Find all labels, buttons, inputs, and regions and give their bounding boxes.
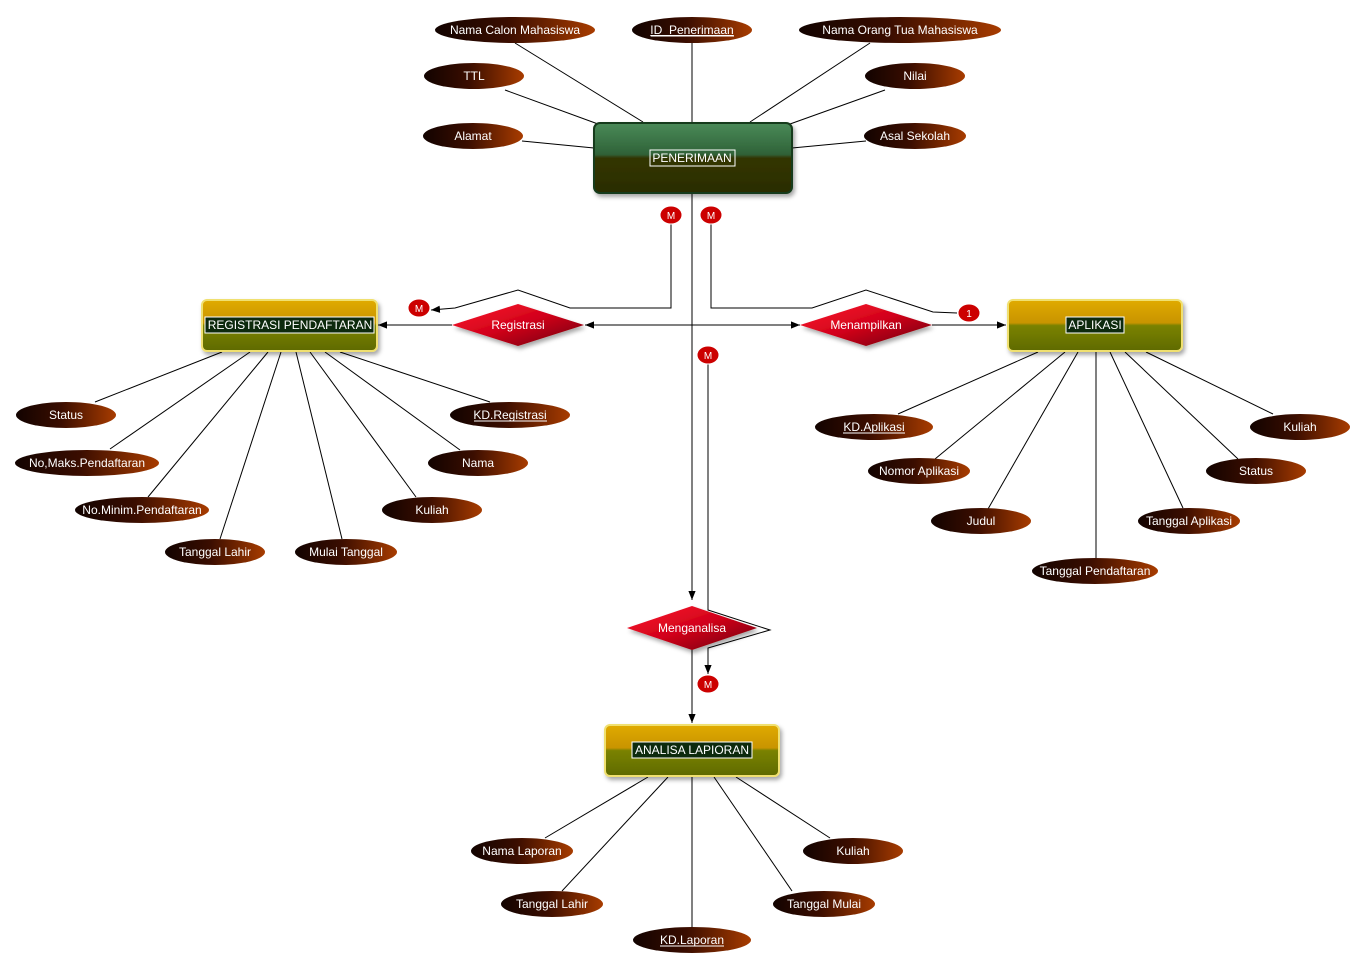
svg-text:Tanggal Lahir: Tanggal Lahir (179, 545, 251, 559)
attribute-tanggal-mulai: Tanggal Mulai (773, 891, 875, 917)
svg-text:Tanggal Aplikasi: Tanggal Aplikasi (1146, 514, 1232, 528)
cardinality-penerimaan-analisa: M (696, 345, 720, 365)
attributes-penerimaan: Nama Calon Mahasiswa ID_Penerimaan Nama … (423, 17, 1001, 149)
svg-text:Alamat: Alamat (454, 129, 492, 143)
svg-text:M: M (667, 211, 675, 222)
attribute-ttl: TTL (424, 63, 524, 89)
svg-text:Nomor Aplikasi: Nomor Aplikasi (879, 464, 959, 478)
relationship-connectors (378, 194, 1006, 723)
attribute-kd-registrasi-key: KD.Registrasi (450, 402, 570, 428)
svg-text:Nilai: Nilai (903, 69, 926, 83)
svg-text:M: M (704, 680, 712, 691)
svg-text:M: M (707, 211, 715, 222)
attribute-tanggal-lahir: Tanggal Lahir (165, 539, 265, 565)
attribute-nama-laporan: Nama Laporan (471, 838, 573, 864)
attribute-no-minim-pendaftaran: No.Minim.Pendaftaran (75, 497, 209, 523)
attribute-no-maks-pendaftaran: No,Maks.Pendaftaran (15, 450, 159, 476)
svg-text:KD.Laporan: KD.Laporan (660, 933, 724, 947)
attributes-analisa: Nama Laporan Kuliah Tanggal Lahir Tangga… (471, 838, 903, 953)
attribute-asal-sekolah: Asal Sekolah (864, 123, 966, 149)
attribute-nilai: Nilai (865, 63, 965, 89)
svg-text:Kuliah: Kuliah (1283, 420, 1316, 434)
svg-text:1: 1 (966, 309, 972, 320)
attribute-tanggal-lahir: Tanggal Lahir (501, 891, 603, 917)
attribute-connectors (94, 42, 1274, 927)
attribute-kuliah: Kuliah (803, 838, 903, 864)
svg-text:Tanggal Pendaftaran: Tanggal Pendaftaran (1040, 564, 1151, 578)
entity-label: REGISTRASI PENDAFTARAN (208, 318, 372, 332)
svg-text:Nama Calon Mahasiswa: Nama Calon Mahasiswa (450, 23, 580, 37)
entity-label: APLIKASI (1068, 318, 1121, 332)
svg-text:Tanggal Lahir: Tanggal Lahir (516, 897, 588, 911)
svg-text:No.Minim.Pendaftaran: No.Minim.Pendaftaran (82, 503, 201, 517)
attribute-status: Status (1206, 458, 1306, 484)
relationship-label: Menampilkan (830, 318, 901, 332)
svg-text:Asal Sekolah: Asal Sekolah (880, 129, 950, 143)
svg-text:M: M (704, 351, 712, 362)
attribute-judul: Judul (931, 508, 1031, 534)
attributes-registrasi: Status KD.Registrasi No,Maks.Pendaftaran… (15, 402, 570, 565)
attribute-nama-calon-mahasiswa: Nama Calon Mahasiswa (435, 17, 595, 43)
attribute-nomor-aplikasi: Nomor Aplikasi (868, 458, 970, 484)
svg-text:Kuliah: Kuliah (836, 844, 869, 858)
svg-text:Judul: Judul (967, 514, 996, 528)
cardinality-registrasi-side: M (407, 298, 431, 318)
entity-registrasi-pendaftaran[interactable]: REGISTRASI PENDAFTARAN (201, 299, 378, 352)
attribute-nama: Nama (428, 450, 528, 476)
cardinality-aplikasi-side: 1 (957, 303, 981, 323)
entity-label: PENERIMAAN (652, 151, 731, 165)
attribute-kuliah: Kuliah (382, 497, 482, 523)
entity-analisa-lapioran[interactable]: ANALISA LAPIORAN (604, 724, 780, 777)
svg-text:KD.Aplikasi: KD.Aplikasi (843, 420, 904, 434)
entity-aplikasi[interactable]: APLIKASI (1007, 299, 1183, 352)
relationship-label: Menganalisa (658, 621, 726, 635)
svg-text:Status: Status (49, 408, 83, 422)
cardinality-penerimaan-aplikasi: M (699, 205, 723, 225)
relationship-label: Registrasi (491, 318, 544, 332)
svg-text:ID_Penerimaan: ID_Penerimaan (650, 23, 733, 37)
attribute-alamat: Alamat (423, 123, 523, 149)
svg-text:Tanggal Mulai: Tanggal Mulai (787, 897, 861, 911)
svg-text:KD.Registrasi: KD.Registrasi (473, 408, 546, 422)
relationship-menganalisa[interactable]: Menganalisa (627, 606, 757, 650)
svg-text:Status: Status (1239, 464, 1273, 478)
svg-text:Nama Orang Tua Mahasiswa: Nama Orang Tua Mahasiswa (822, 23, 978, 37)
relationship-registrasi[interactable]: Registrasi (452, 304, 584, 346)
entity-label: ANALISA LAPIORAN (635, 743, 749, 757)
svg-text:TTL: TTL (463, 69, 485, 83)
attributes-aplikasi: KD.Aplikasi Kuliah Nomor Aplikasi Status… (815, 414, 1350, 584)
attribute-kuliah: Kuliah (1250, 414, 1350, 440)
attribute-kd-laporan-key: KD.Laporan (633, 927, 751, 953)
svg-text:Nama: Nama (462, 456, 494, 470)
svg-text:Mulai Tanggal: Mulai Tanggal (309, 545, 383, 559)
relationship-menampilkan[interactable]: Menampilkan (800, 304, 932, 346)
svg-text:M: M (415, 304, 423, 315)
attribute-mulai-tanggal: Mulai Tanggal (295, 539, 397, 565)
attribute-tanggal-aplikasi: Tanggal Aplikasi (1138, 508, 1240, 534)
svg-text:Nama Laporan: Nama Laporan (482, 844, 561, 858)
entity-penerimaan[interactable]: PENERIMAAN (593, 122, 793, 194)
attribute-id-penerimaan-key: ID_Penerimaan (632, 17, 752, 43)
cardinality-analisa-side: M (696, 674, 720, 694)
cardinality-penerimaan-registrasi: M (659, 205, 683, 225)
svg-text:No,Maks.Pendaftaran: No,Maks.Pendaftaran (29, 456, 145, 470)
attribute-status: Status (16, 402, 116, 428)
attribute-kd-aplikasi-key: KD.Aplikasi (815, 414, 933, 440)
attribute-tanggal-pendaftaran: Tanggal Pendaftaran (1032, 558, 1158, 584)
svg-text:Kuliah: Kuliah (415, 503, 448, 517)
attribute-nama-orang-tua-mahasiswa: Nama Orang Tua Mahasiswa (799, 17, 1001, 43)
